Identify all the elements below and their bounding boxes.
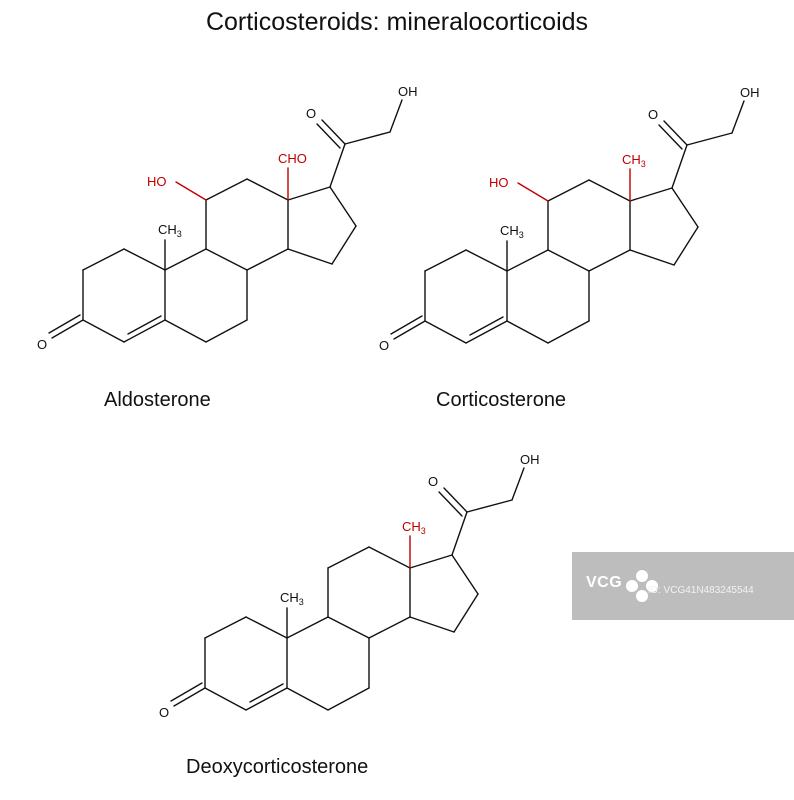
bond <box>517 182 549 202</box>
watermark-id: ID: VCG41N483245544 <box>648 585 754 596</box>
bond <box>51 319 84 339</box>
bond <box>204 616 247 639</box>
flower-icon <box>626 570 658 602</box>
double-bond <box>469 316 504 336</box>
bond <box>164 248 207 271</box>
bond <box>246 178 289 201</box>
bond <box>547 179 590 202</box>
double-bond <box>249 683 284 703</box>
bond <box>327 546 370 569</box>
bond <box>123 319 166 343</box>
corticosterone-structure: O O OH CH3 CH3 HO <box>379 85 760 353</box>
bond <box>123 248 166 271</box>
bond <box>671 187 699 228</box>
bond <box>465 249 508 272</box>
bond <box>205 319 248 343</box>
bond <box>663 120 688 146</box>
bond <box>389 99 403 133</box>
watermark-banner: VCG ID: VCG41N483245544 <box>572 552 794 620</box>
ketone-oxygen-label: O <box>379 338 389 353</box>
bond <box>329 186 357 227</box>
methyl-label: CH3 <box>500 223 524 240</box>
bond <box>453 593 479 633</box>
bond <box>82 319 125 343</box>
bond <box>686 132 733 146</box>
double-bond <box>390 315 423 335</box>
hydroxyl-label: OH <box>398 84 418 99</box>
bond <box>246 248 289 271</box>
bond <box>175 181 207 201</box>
methyl-label: CH3 <box>158 222 182 239</box>
bond <box>547 320 590 344</box>
side-oxygen-label: O <box>648 107 658 122</box>
double-bond <box>316 123 341 149</box>
bond <box>629 249 675 266</box>
aldosterone-name: Aldosterone <box>104 389 211 411</box>
methyl-c13-label: CH3 <box>622 152 646 169</box>
bond <box>588 179 631 202</box>
methyl-c13-label: CH3 <box>402 519 426 536</box>
bond <box>173 687 206 707</box>
ketone-oxygen-label: O <box>159 705 169 720</box>
bond <box>327 616 370 639</box>
bond <box>506 320 549 344</box>
bond <box>451 554 479 595</box>
bond <box>82 248 125 271</box>
bond <box>331 225 357 265</box>
bond <box>451 511 468 556</box>
watermark-logo: VCG <box>586 574 623 591</box>
bond <box>245 687 288 711</box>
bond <box>245 616 288 639</box>
aldehyde-label: CHO <box>278 151 307 166</box>
bond <box>204 687 247 711</box>
bond <box>368 616 411 639</box>
double-bond <box>170 682 203 702</box>
double-bond <box>658 124 683 150</box>
bond <box>286 616 329 639</box>
bond <box>329 143 346 188</box>
double-bond <box>127 315 162 335</box>
bond <box>409 616 455 633</box>
bond <box>424 320 467 344</box>
bond <box>205 178 248 201</box>
bond <box>287 186 331 201</box>
bond <box>731 100 745 134</box>
bond <box>511 467 525 501</box>
bond <box>344 131 391 145</box>
side-oxygen-label: O <box>306 106 316 121</box>
hydroxyl-c11-label: HO <box>489 175 509 190</box>
bond <box>443 487 468 513</box>
bond <box>409 554 453 569</box>
bond <box>164 319 207 343</box>
methyl-label: CH3 <box>280 590 304 607</box>
bond <box>424 249 467 272</box>
double-bond <box>48 314 81 334</box>
bond <box>547 249 590 272</box>
bond <box>671 144 688 189</box>
deoxycorticosterone-name: Deoxycorticosterone <box>186 756 369 778</box>
hydroxyl-label: OH <box>520 452 540 467</box>
bond <box>287 248 333 265</box>
hydroxyl-c11-label: HO <box>147 174 167 189</box>
bond <box>327 687 370 711</box>
deoxycorticosterone-structure: O O OH CH3 CH3 <box>159 452 540 720</box>
side-oxygen-label: O <box>428 474 438 489</box>
ketone-oxygen-label: O <box>37 337 47 352</box>
bond <box>673 226 699 266</box>
bond <box>286 687 329 711</box>
bond <box>506 249 549 272</box>
corticosterone-name: Corticosterone <box>436 389 567 411</box>
bond <box>466 499 513 513</box>
bond <box>465 320 508 344</box>
page-title: Corticosteroids: mineralocorticoids <box>205 8 589 36</box>
bond <box>368 546 411 569</box>
bond <box>321 119 346 145</box>
bond <box>393 320 426 340</box>
bond <box>629 187 673 202</box>
hydroxyl-label: OH <box>740 85 760 100</box>
double-bond <box>438 491 463 517</box>
bond <box>588 249 631 272</box>
bond <box>205 248 248 271</box>
